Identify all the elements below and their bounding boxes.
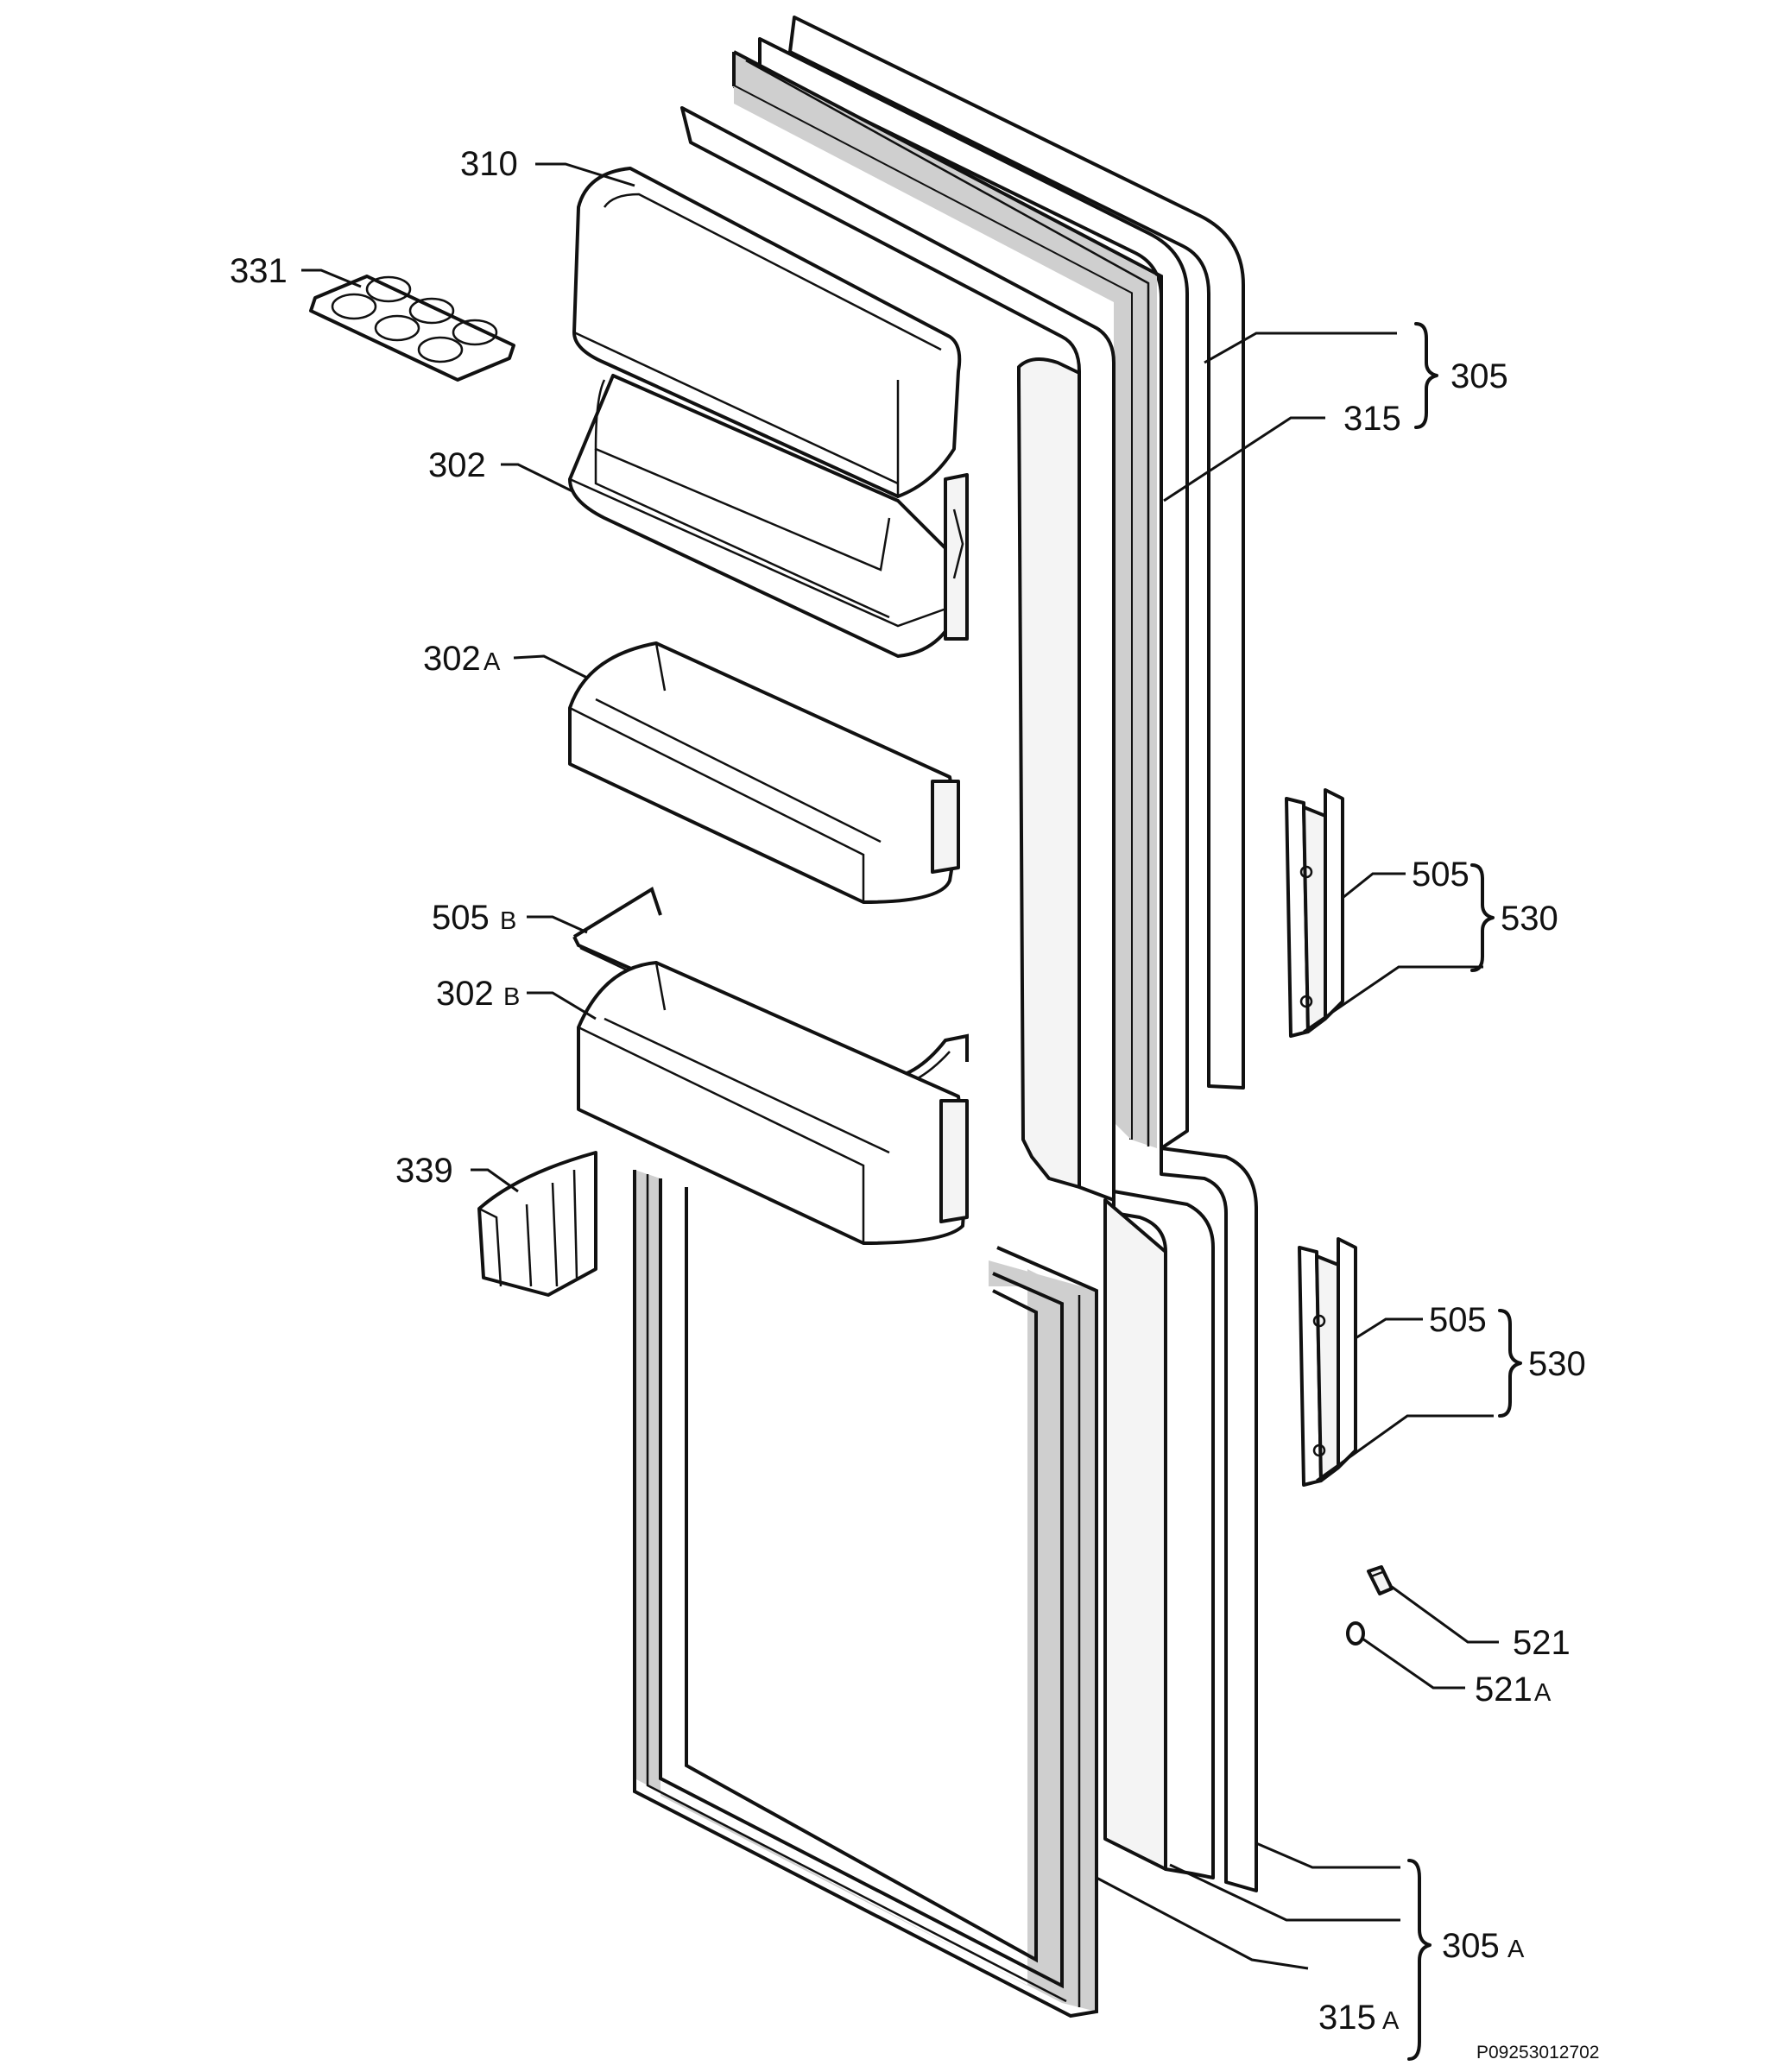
label-331: 331: [230, 252, 288, 290]
balcony-shelf-302a: [568, 641, 960, 904]
label-305: 305: [1451, 357, 1508, 395]
label-521a-suffix: A: [1534, 1679, 1552, 1707]
brace-530-lower: [1498, 1309, 1522, 1418]
lower-door-gasket-315a: [633, 1170, 1098, 2018]
label-302a-suffix: A: [484, 648, 501, 676]
label-339: 339: [395, 1152, 453, 1190]
label-310: 310: [460, 145, 518, 183]
label-521a-number: 521: [1475, 1671, 1533, 1709]
label-521a: 521 A: [1475, 1671, 1552, 1709]
balcony-shelf-302: [568, 374, 969, 658]
brace-530-upper: [1470, 863, 1495, 972]
balcony-shelf-302b: [577, 961, 969, 1245]
label-302b-number: 302: [436, 975, 494, 1013]
label-505-lower: 505: [1429, 1301, 1487, 1339]
label-305a-suffix: A: [1507, 1936, 1525, 1963]
drawing-code: P09253012702: [1476, 2043, 1599, 2063]
hinge-lower-530: [1298, 1237, 1357, 1487]
label-315: 315: [1343, 400, 1401, 438]
label-302b-suffix: B: [503, 983, 520, 1011]
label-521: 521: [1513, 1624, 1571, 1662]
label-315a: 315 A: [1318, 1999, 1400, 2037]
brace-305a: [1407, 1859, 1432, 2061]
label-302a: 302 A: [423, 640, 501, 678]
label-302b: 302 B: [436, 975, 520, 1013]
label-505b: 505 B: [432, 899, 516, 937]
leader-lines: [301, 162, 1499, 1970]
label-305a: 305 A: [1442, 1927, 1525, 1965]
label-505b-number: 505: [432, 899, 490, 937]
dairy-compartment-310: [572, 167, 962, 498]
hinge-upper-530: [1285, 788, 1344, 1038]
label-315a-suffix: A: [1382, 2007, 1400, 2035]
upper-door-outer-panel: [788, 16, 1245, 1090]
label-530-lower: 530: [1528, 1345, 1586, 1383]
upper-door-panel-305: [758, 37, 1189, 1150]
label-315a-number: 315: [1318, 1999, 1376, 2037]
label-505b-suffix: B: [500, 907, 516, 935]
label-530-upper: 530: [1501, 900, 1558, 938]
egg-tray-331: [309, 275, 515, 382]
upper-door-gasket-315: [732, 50, 1163, 1153]
upper-door-inner-liner: [680, 106, 1116, 1202]
brace-305: [1414, 322, 1438, 429]
lower-door-outer-panel: [1160, 1147, 1258, 1892]
label-505-upper: 505: [1412, 856, 1469, 894]
label-302a-number: 302: [423, 640, 481, 678]
label-305a-number: 305: [1442, 1927, 1500, 1965]
label-302: 302: [428, 446, 486, 484]
washer-521a: [1346, 1621, 1365, 1646]
hinge-pin-521: [1367, 1565, 1394, 1595]
lower-door-panel-305a: [1103, 1190, 1215, 1879]
bottle-divider-339: [477, 1151, 597, 1297]
